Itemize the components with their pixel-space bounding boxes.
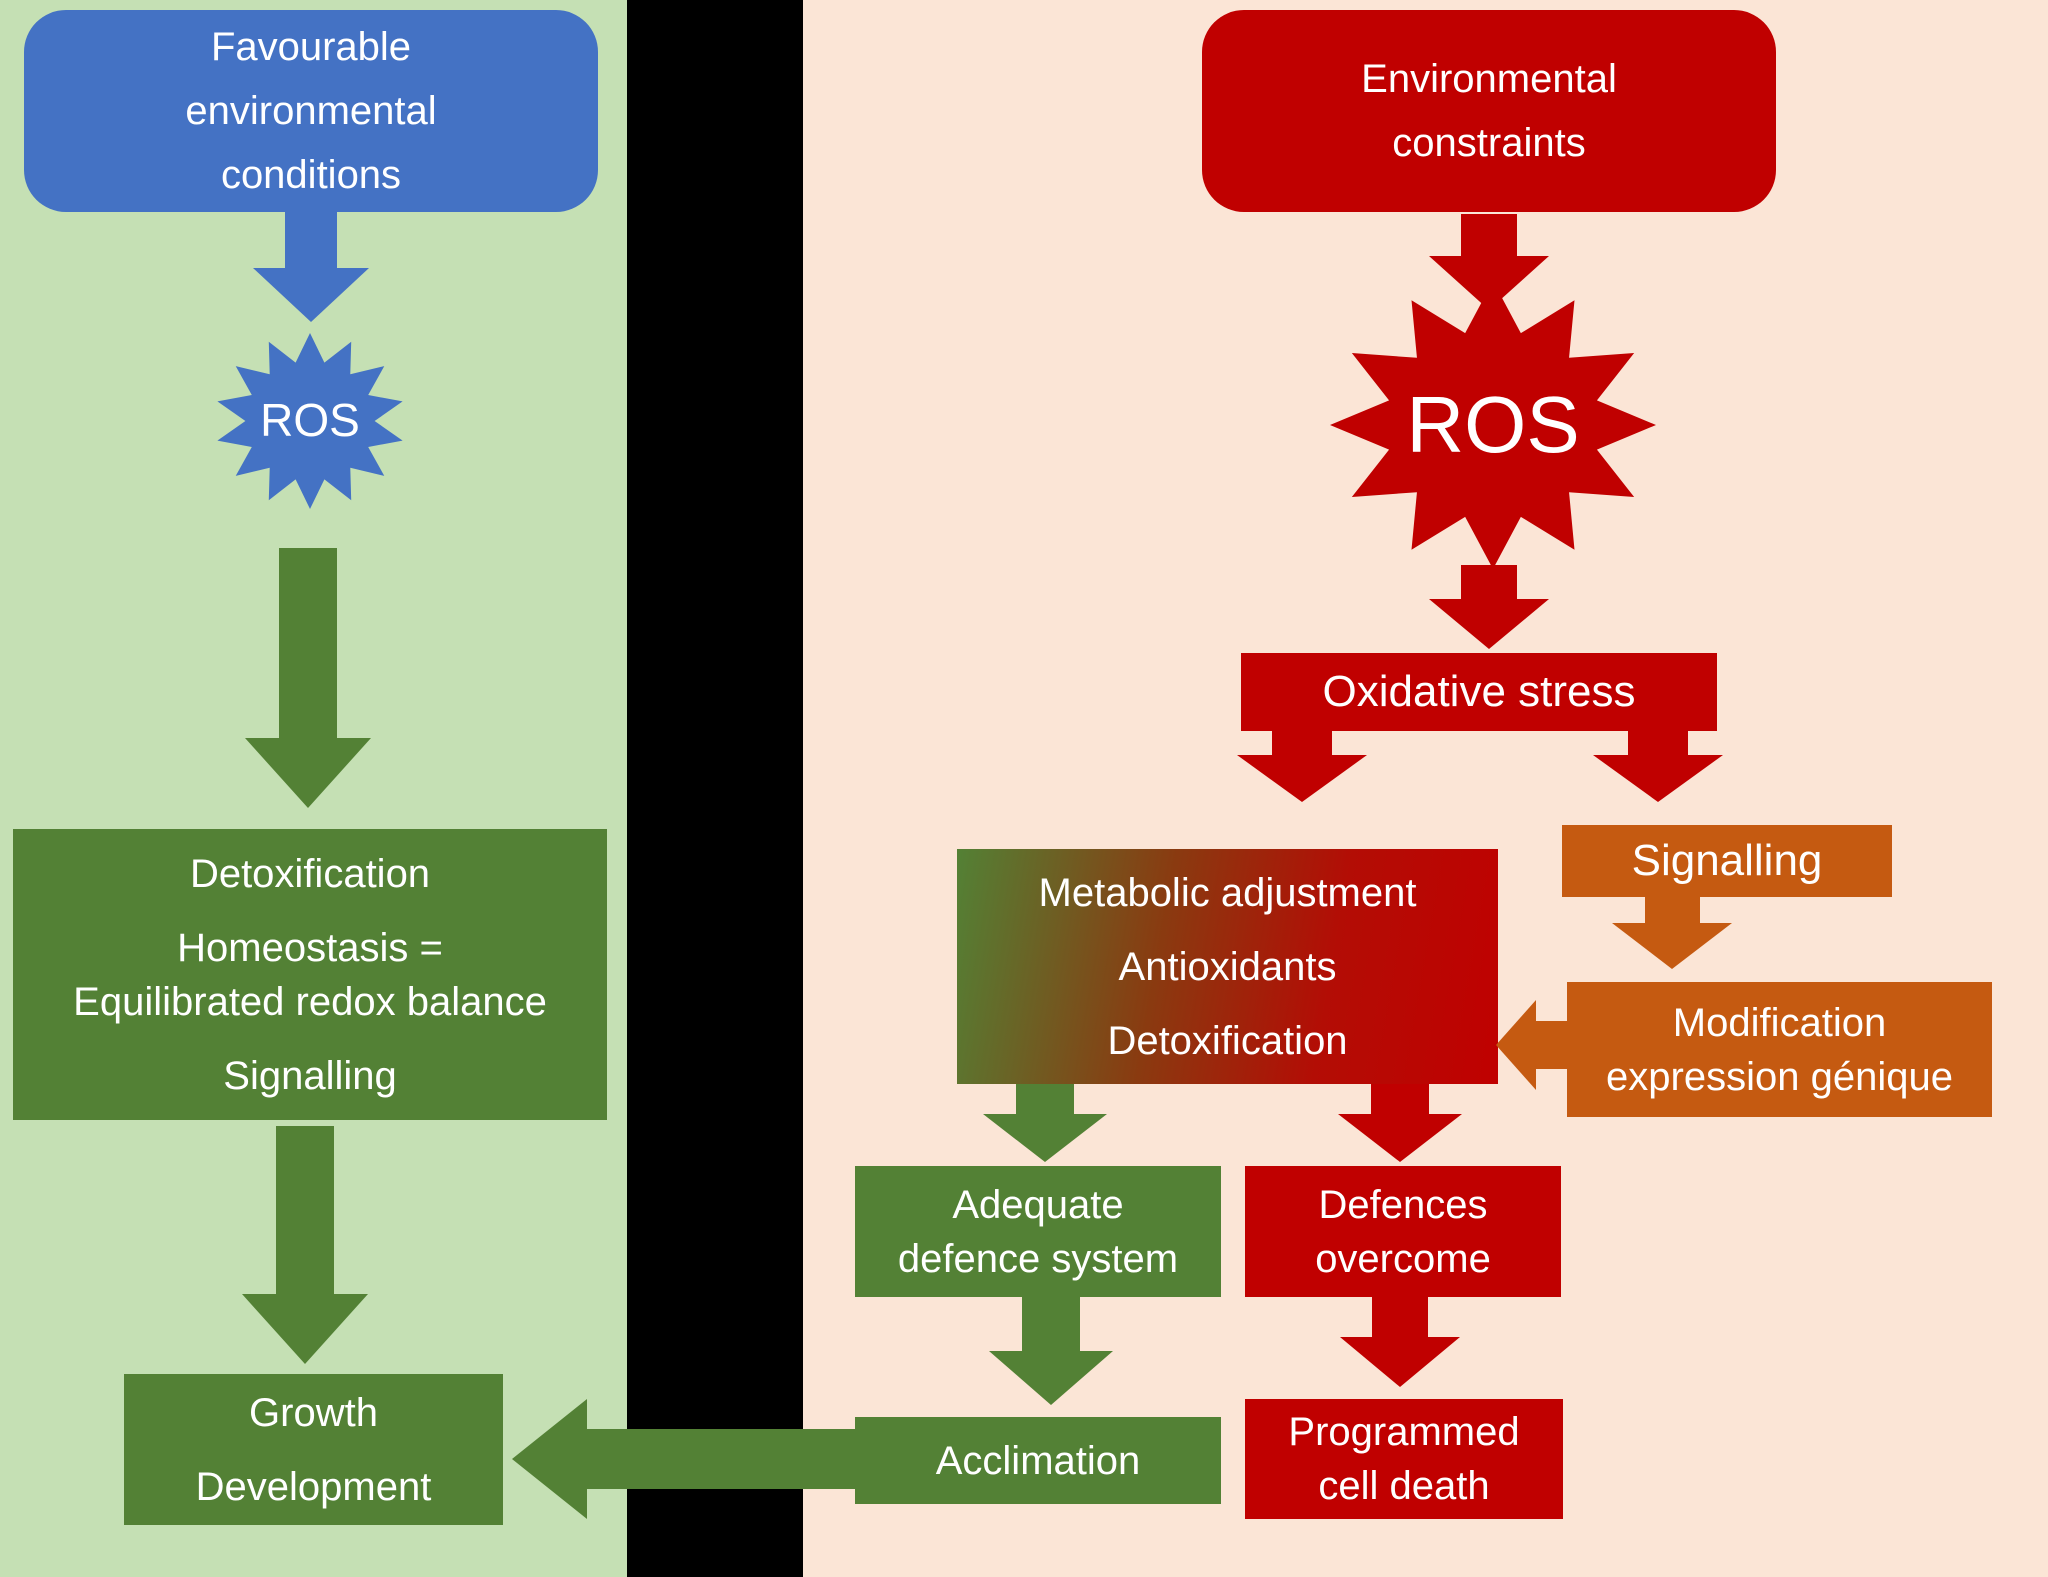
box-text-line: environmental [185,89,437,133]
box-text-line: Environmental [1361,57,1617,101]
adequate-defence-box: Adequate defence system [855,1166,1221,1297]
box-text-line: Equilibrated redox balance [73,979,547,1024]
favourable-conditions-box: Favourable environmental conditions [24,10,598,212]
favourable-panel [0,0,627,1577]
signalling-box: Signalling [1562,825,1892,897]
box-text-line: Antioxidants [1118,944,1337,989]
stress-panel [803,0,2048,1577]
box-text-line: constraints [1392,121,1586,165]
box-text-line: Development [195,1464,432,1509]
box-text-line: Defences [1318,1182,1488,1227]
box-text-line: Homeostasis = [177,925,443,970]
detox-homeostasis-box: Detoxification Homeostasis = Equilibrate… [13,829,607,1120]
box-text-line: Metabolic adjustment [1038,870,1417,915]
box-text-line: Acclimation [935,1438,1141,1483]
box-text-line: Growth [249,1390,378,1435]
box-text-line: Signalling [1631,836,1823,886]
defences-overcome-box: Defences overcome [1245,1166,1561,1297]
box-text-line: defence system [897,1236,1179,1281]
box-text-line: cell death [1318,1464,1490,1508]
box-text-line: conditions [220,153,402,197]
ros-label: ROS [1406,380,1580,469]
oxidative-stress-box: Oxidative stress [1241,653,1717,731]
growth-development-box: Growth Development [124,1374,503,1525]
programmed-cell-death-box: Programmed cell death [1245,1399,1563,1519]
box-text-line: Adequate [952,1182,1124,1227]
box-text-line: Modification [1672,1000,1887,1045]
box-text-line: Oxidative stress [1322,667,1636,717]
box-text-line: Detoxification [189,851,431,896]
box-text-line: Signalling [223,1053,397,1098]
box-text-line: Favourable [210,25,412,69]
acclimation-box: Acclimation [855,1417,1221,1504]
ros-label: ROS [260,394,360,447]
box-text-line: Detoxification [1107,1018,1348,1063]
box-text-line: overcome [1315,1236,1491,1281]
box-text-line: Programmed [1288,1410,1520,1454]
metabolic-adjustment-box: Metabolic adjustment Antioxidants Detoxi… [957,849,1498,1084]
box-text-line: expression génique [1606,1054,1953,1099]
modification-expression-box: Modification expression génique [1567,982,1992,1117]
environmental-constraints-box: Environmental constraints [1202,10,1776,212]
